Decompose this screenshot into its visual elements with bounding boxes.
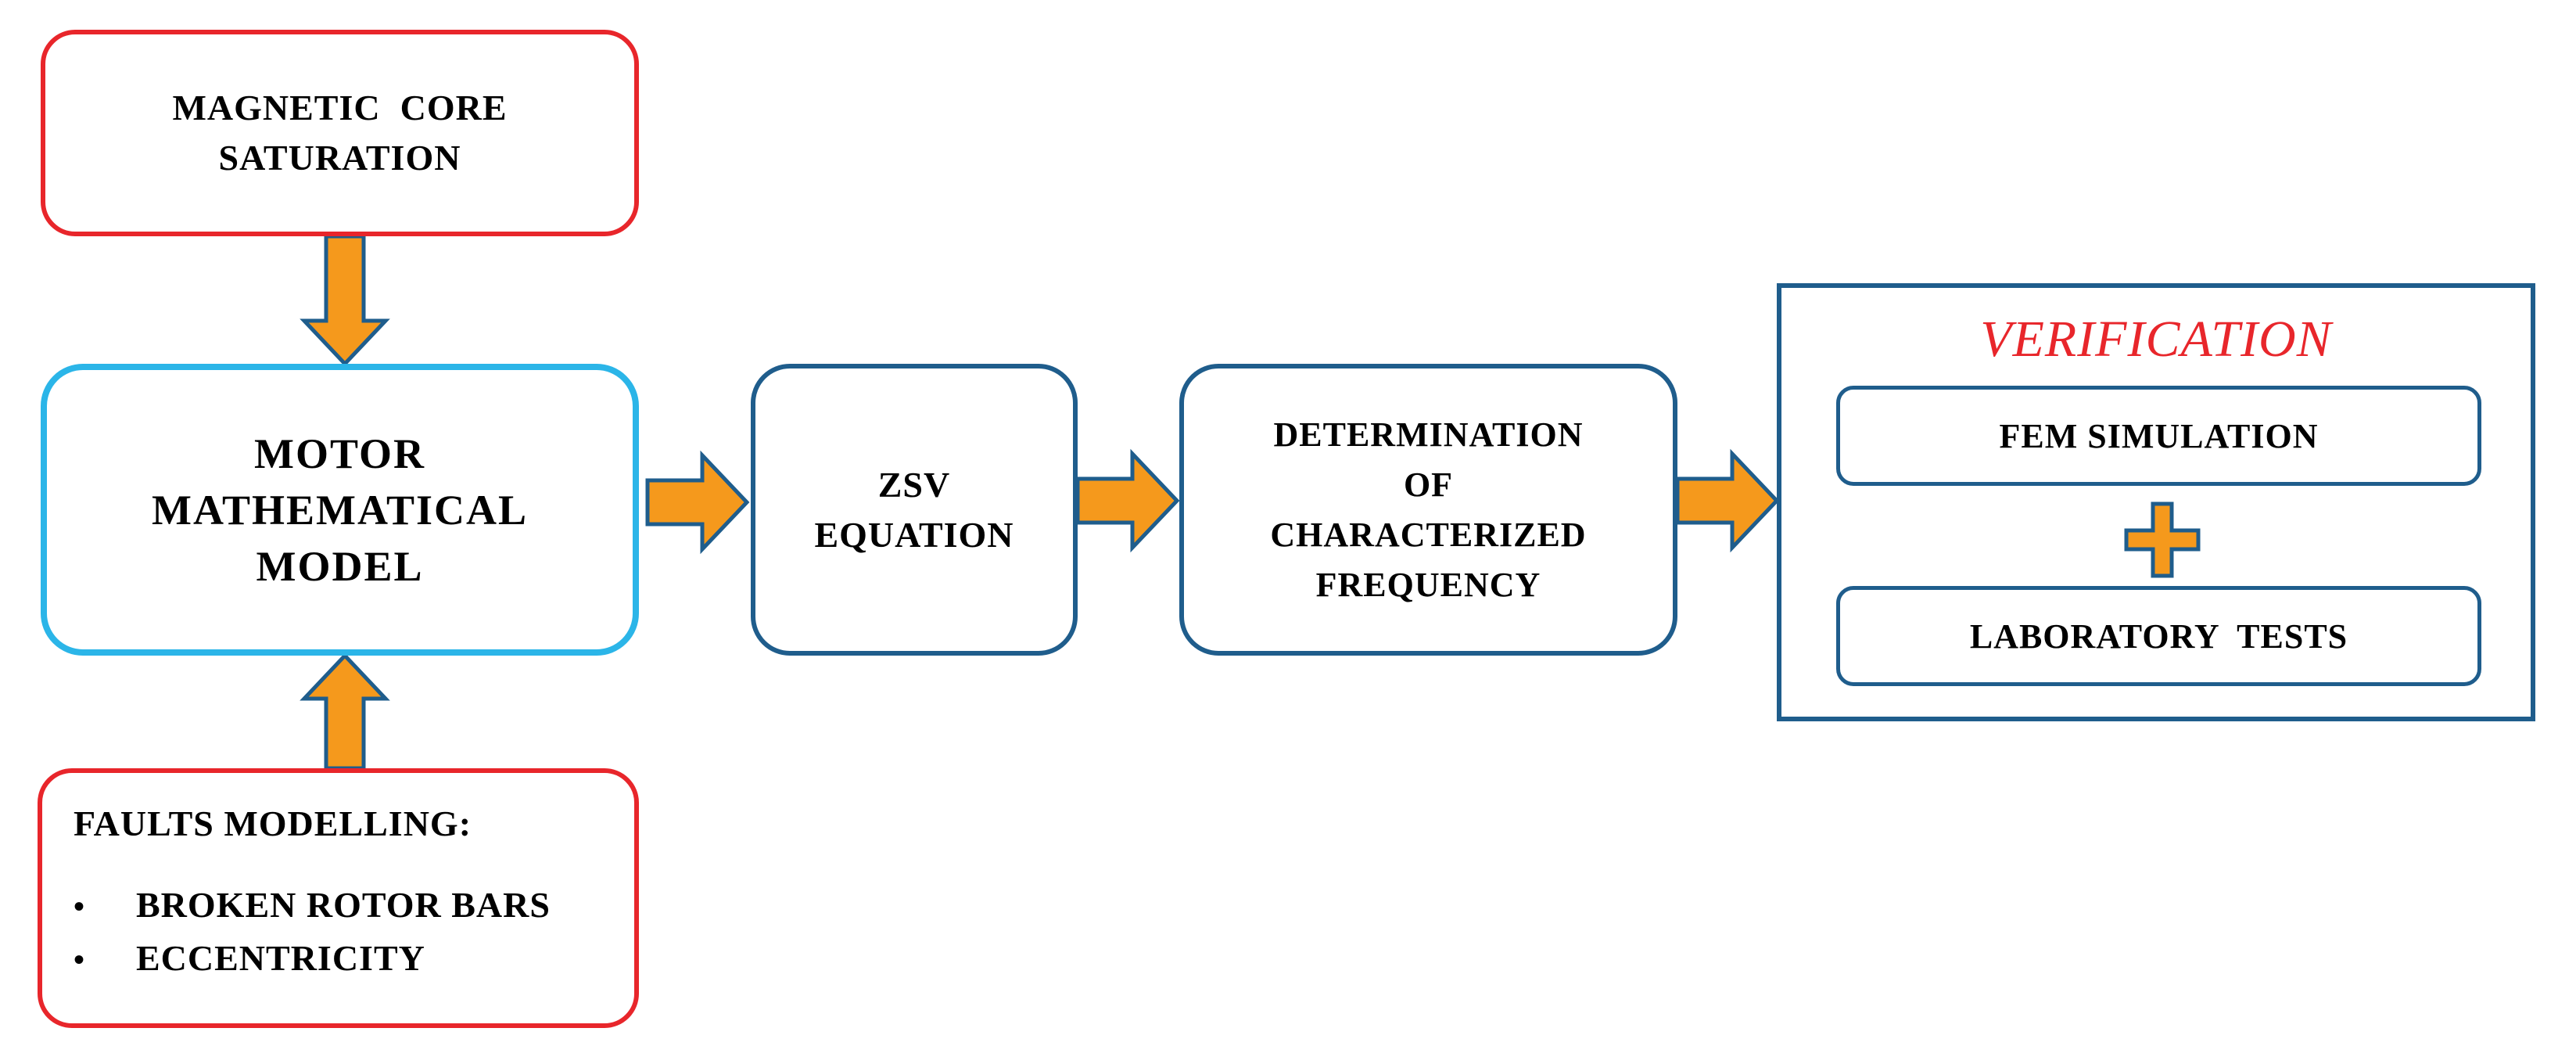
determination-line-1: DETERMINATION xyxy=(1273,415,1584,454)
fem-simulation-label: FEM SIMULATION xyxy=(1999,416,2319,455)
motor-line-2: MATHEMATICAL xyxy=(152,486,528,534)
determination-line-3: CHARACTERIZED xyxy=(1270,515,1587,554)
motor-line-1: MOTOR xyxy=(253,430,425,477)
zsv-line-1: ZSV xyxy=(877,464,951,505)
faults-box: FAULTS MODELLING: • BROKEN ROTOR BARS • EC… xyxy=(38,768,639,1028)
bullet-icon: • xyxy=(74,889,86,924)
plus-icon xyxy=(2124,501,2201,578)
faults-item-label: ECCENTRICITY xyxy=(136,938,425,978)
motor-line-3: MODEL xyxy=(256,542,424,590)
faults-item-label: BROKEN ROTOR BARS xyxy=(136,885,551,925)
saturation-box: MAGNETIC CORE SATURATION xyxy=(41,30,639,236)
faults-item-eccentricity: • ECCENTRICITY xyxy=(74,937,425,979)
arrow-motor-to-zsv xyxy=(645,450,750,555)
verification-title: VERIFICATION xyxy=(1980,311,2332,368)
saturation-line-2: SATURATION xyxy=(218,138,461,178)
saturation-line-1: MAGNETIC CORE xyxy=(172,88,508,128)
determination-box: DETERMINATION OF CHARACTERIZED FREQUENCY xyxy=(1179,364,1677,656)
laboratory-tests-label: LABORATORY TESTS xyxy=(1969,616,2348,656)
arrow-saturation-to-motor xyxy=(300,234,390,367)
laboratory-tests-box: LABORATORY TESTS xyxy=(1836,586,2481,686)
determination-line-4: FREQUENCY xyxy=(1315,565,1541,604)
zsv-line-2: EQUATION xyxy=(814,514,1014,555)
motor-model-box: MOTOR MATHEMATICAL MODEL xyxy=(41,364,639,656)
zsv-equation-box: ZSV EQUATION xyxy=(751,364,1078,656)
bullet-icon: • xyxy=(74,942,86,977)
faults-item-broken-rotor-bars: • BROKEN ROTOR BARS xyxy=(74,884,551,926)
fem-simulation-box: FEM SIMULATION xyxy=(1836,386,2481,486)
arrow-faults-to-motor xyxy=(300,652,390,771)
arrow-determination-to-verification xyxy=(1675,448,1780,553)
determination-line-2: OF xyxy=(1403,465,1454,504)
faults-heading: FAULTS MODELLING: xyxy=(74,803,472,843)
arrow-zsv-to-determination xyxy=(1075,448,1180,553)
